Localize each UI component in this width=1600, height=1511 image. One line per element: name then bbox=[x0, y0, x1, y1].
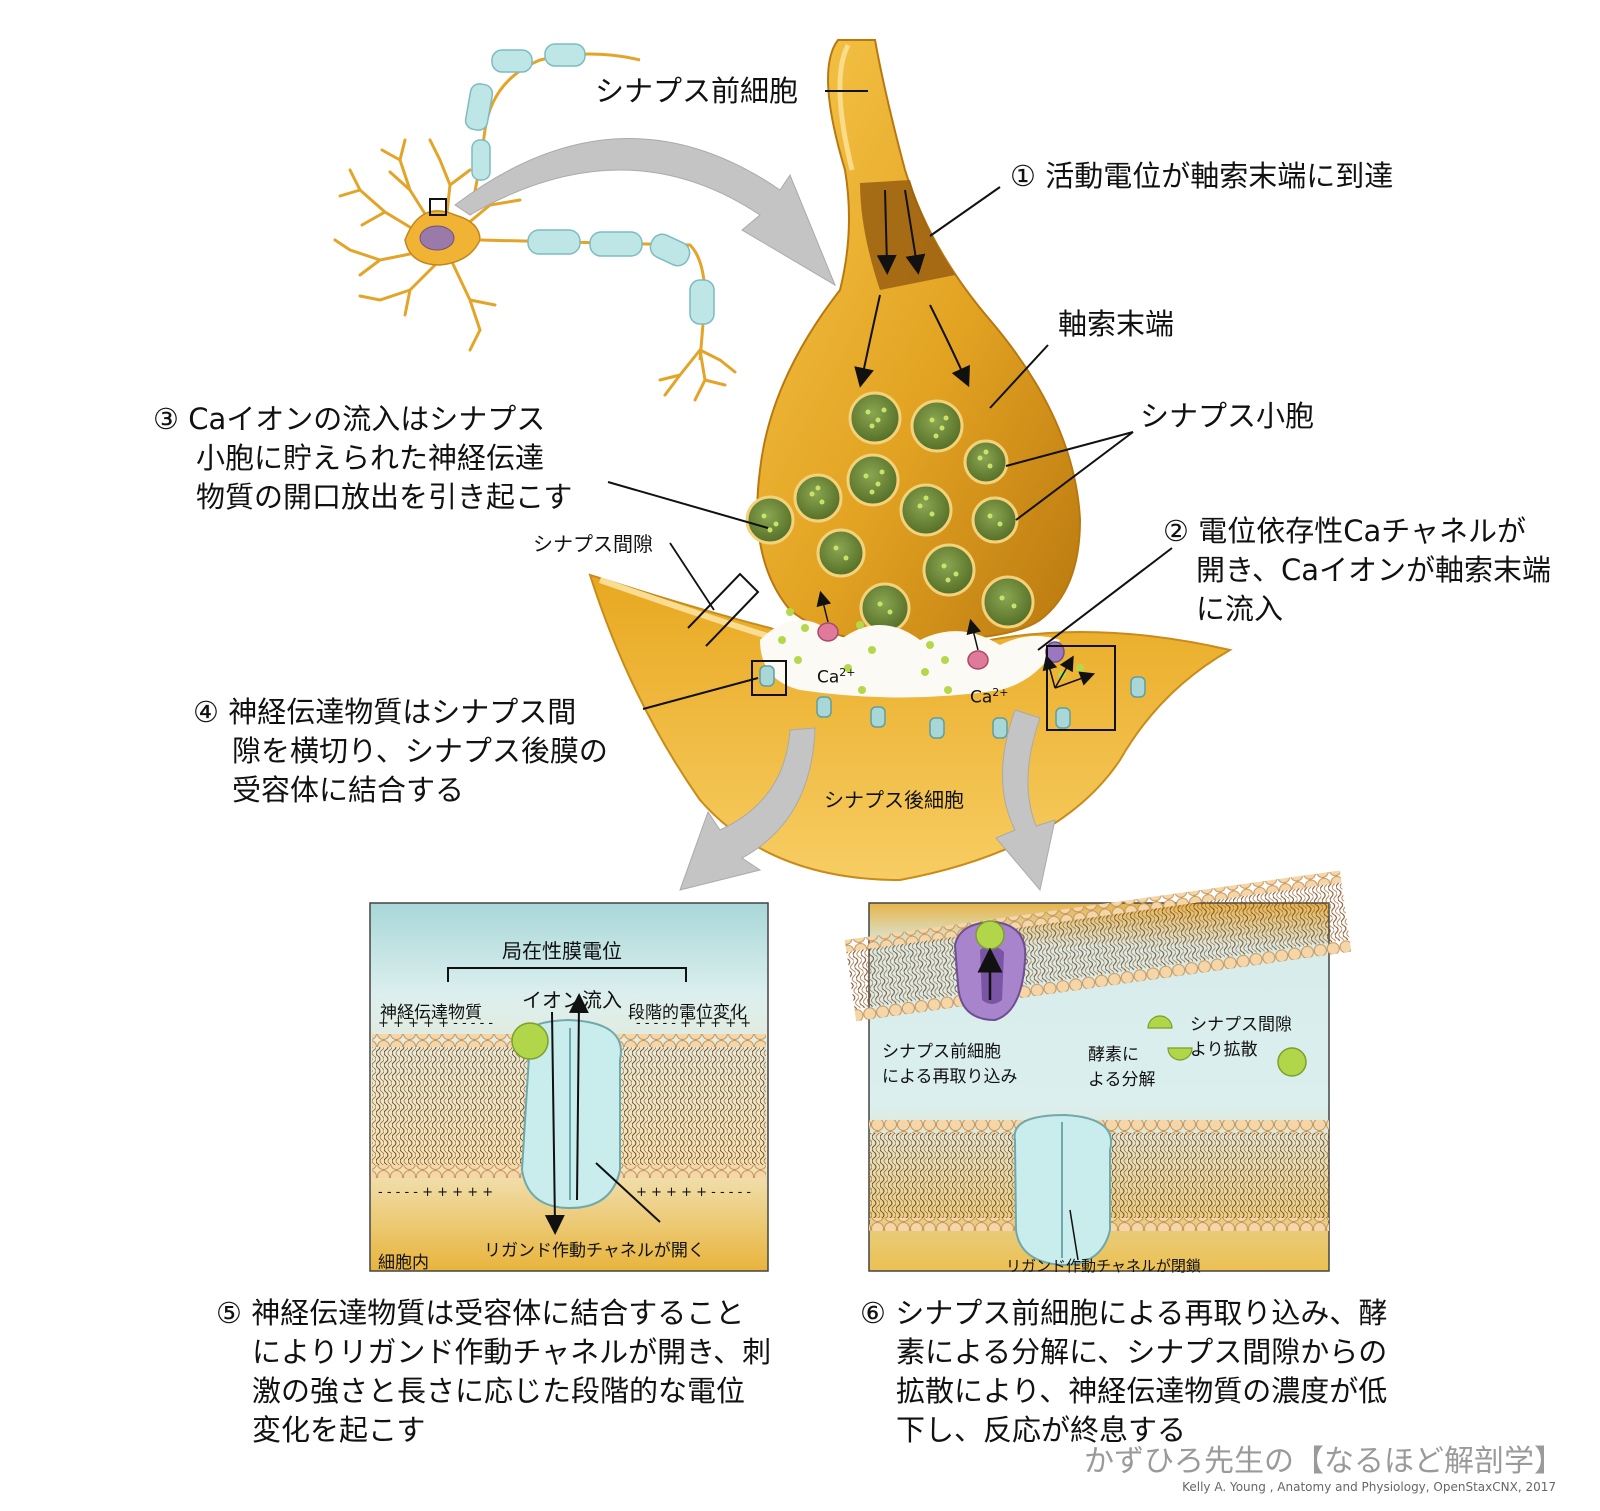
axon-terminal bbox=[756, 39, 1082, 643]
step3-line2: 小胞に貯えられた神経伝達 bbox=[196, 441, 545, 475]
step2-line2: 開き、Caイオンが軸索末端 bbox=[1196, 553, 1551, 587]
step5-line4: 変化を起こす bbox=[252, 1413, 426, 1447]
step6-line2: 素による分解に、シナプス間隙からの bbox=[896, 1335, 1388, 1369]
ca-ion-label-left: Ca2+ bbox=[817, 666, 856, 688]
step5-line1: ⑤ 神経伝達物質は受容体に結合すること bbox=[216, 1296, 745, 1330]
charge-bottom-right: + + + + + - - - - - bbox=[636, 1185, 752, 1200]
step6-line3: 拡散により、神経伝達物質の濃度が低 bbox=[896, 1374, 1388, 1408]
local-potential-label: 局在性膜電位 bbox=[502, 939, 622, 963]
presynaptic-cell-label: シナプス前細胞 bbox=[595, 74, 799, 108]
step5-line2: によりリガンド作動チャネルが開き、刺 bbox=[252, 1335, 772, 1369]
step3-line1: ③ Caイオンの流入はシナプス bbox=[153, 402, 546, 436]
synaptic-vesicle-icon bbox=[745, 391, 1035, 634]
charge-top-left: + + + + + - - - - - bbox=[378, 1016, 494, 1031]
intracellular-label: 細胞内 bbox=[378, 1253, 429, 1273]
enzyme-line2: よる分解 bbox=[1088, 1070, 1156, 1090]
diffusion-line2: より拡散 bbox=[1190, 1040, 1258, 1060]
step4-line3: 受容体に結合する bbox=[232, 773, 465, 807]
step4-line2: 隙を横切り、シナプス後膜の bbox=[232, 734, 608, 768]
receptor-icon bbox=[759, 665, 1146, 739]
reuptake-line2: による再取り込み bbox=[882, 1067, 1018, 1087]
graded-change-label: 段階的電位変化 bbox=[628, 1003, 747, 1023]
channel-open-label: リガンド作動チャネルが開く bbox=[484, 1241, 705, 1261]
enzyme-line1: 酵素に bbox=[1088, 1045, 1139, 1065]
watermark: かずひろ先生の【なるほど解剖学】 bbox=[1084, 1444, 1564, 1479]
neurotransmitter-label: 神経伝達物質 bbox=[380, 1003, 482, 1023]
curved-arrow-icon bbox=[454, 138, 837, 287]
step3-line3: 物質の開口放出を引き起こす bbox=[196, 480, 573, 514]
synaptic-vesicle-label: シナプス小胞 bbox=[1140, 399, 1315, 433]
synaptic-cleft-label: シナプス間隙 bbox=[533, 532, 653, 556]
postsynaptic-cell-label: シナプス後細胞 bbox=[824, 788, 964, 812]
step6-line1: ⑥ シナプス前細胞による再取り込み、酵 bbox=[860, 1296, 1388, 1330]
step6-line4: 下し、反応が終息する bbox=[896, 1413, 1187, 1447]
ion-influx-label: イオン流入 bbox=[522, 988, 622, 1012]
step1-label: ① 活動電位が軸索末端に到達 bbox=[1010, 159, 1394, 193]
credit-line: Kelly A. Young , Anatomy and Physiology,… bbox=[1182, 1480, 1556, 1494]
diffusion-line1: シナプス間隙 bbox=[1190, 1015, 1292, 1035]
channel-closed-label: リガンド作動チャネルが閉鎖 bbox=[1006, 1257, 1201, 1275]
step5-line3: 激の強さと長さに応じた段階的な電位 bbox=[252, 1374, 746, 1408]
panel-ligand-channel-closed bbox=[844, 870, 1352, 1272]
step4-line1: ④ 神経伝達物質はシナプス間 bbox=[193, 695, 577, 729]
step2-line1: ② 電位依存性Caチャネルが bbox=[1163, 514, 1526, 548]
neuron-icon bbox=[333, 43, 737, 402]
reuptake-line1: シナプス前細胞 bbox=[882, 1042, 1001, 1062]
axon-terminal-label: 軸索末端 bbox=[1058, 307, 1175, 341]
charge-top-right: - - - - - + + + + + bbox=[636, 1016, 752, 1031]
panel-ligand-channel-open bbox=[369, 902, 769, 1272]
ca-ion-label-right: Ca2+ bbox=[970, 686, 1009, 708]
charge-bottom-left: - - - - - + + + + + bbox=[378, 1185, 494, 1200]
step2-line3: に流入 bbox=[1196, 592, 1284, 626]
